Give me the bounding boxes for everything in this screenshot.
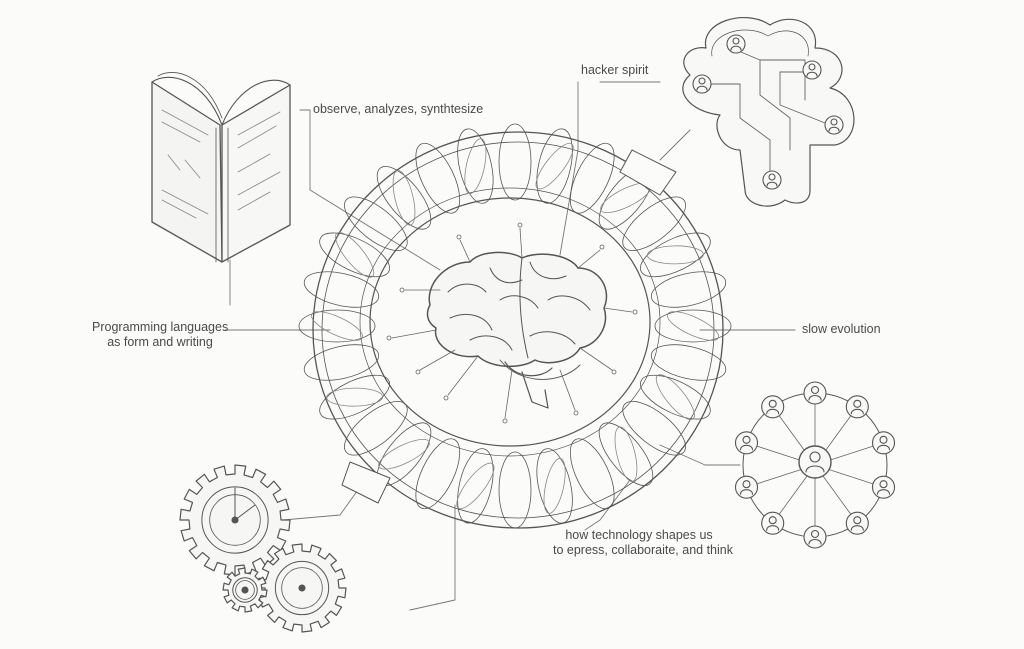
brain-icon xyxy=(386,222,638,424)
label-programming-line2: as form and writing xyxy=(107,335,213,349)
label-programming-languages: Programming languages as form and writin… xyxy=(92,320,228,350)
people-network-icon xyxy=(734,381,896,549)
cloud-node-avatars xyxy=(692,34,844,190)
label-hacker-spirit: hacker spirit xyxy=(581,63,649,77)
network-node-avatars xyxy=(734,381,896,549)
label-slow-evolution: slow evolution xyxy=(802,322,881,336)
connector-lines xyxy=(224,81,796,611)
cloud-network-icon xyxy=(682,17,855,207)
torus-ring xyxy=(298,123,732,529)
brain-circuit-leads xyxy=(386,222,638,424)
ring-loops xyxy=(298,123,732,529)
label-programming-line1: Programming languages xyxy=(92,320,229,334)
label-observe: observe, analyzes, synthtesize xyxy=(313,102,484,116)
label-technology: how technology shapes us to epress, coll… xyxy=(553,528,733,558)
label-technology-line1: how technology shapes us xyxy=(565,528,713,542)
open-book-icon xyxy=(151,72,291,263)
gears-icon xyxy=(179,464,347,633)
label-technology-line2: to epress, collaboraite, and think xyxy=(553,543,733,557)
book-text-lines xyxy=(161,109,281,219)
